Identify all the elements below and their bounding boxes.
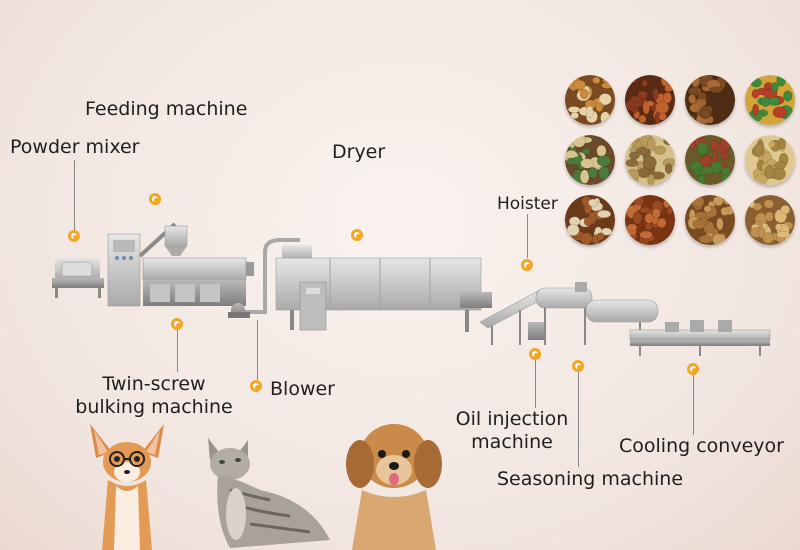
- twin-screw-extruder: [142, 257, 254, 306]
- green-tan-kibble-icon: [565, 135, 615, 185]
- dryer-label: Dryer: [332, 141, 386, 163]
- hoister-leader: [527, 214, 528, 258]
- tabby-cat-image: [208, 438, 330, 548]
- hoister-marker: [521, 259, 533, 271]
- feeding-machine-marker: [149, 193, 161, 205]
- oil-injection-and-seasoning-unit: [528, 282, 659, 345]
- powder-mixer-machine: [52, 258, 104, 298]
- powder-mixer-label: Powder mixer: [10, 136, 140, 158]
- twin-screw-label-line2: bulking machine: [75, 396, 233, 418]
- twin-screw-label-line1: Twin-screw: [102, 373, 206, 395]
- cooling-conveyor-leader: [693, 375, 694, 435]
- dryer-marker: [351, 229, 363, 241]
- hoister-label: Hoister: [497, 194, 558, 214]
- brown-kibble-icon: [685, 75, 735, 125]
- colorful-kibble-icon: [745, 75, 795, 125]
- oil-injection-marker: [529, 348, 541, 360]
- oil-injection-label: Oil injection machine: [448, 408, 576, 454]
- cooling-conveyor-machine: [629, 320, 771, 356]
- round-kibble-icon: [685, 195, 735, 245]
- seasoning-marker: [572, 360, 584, 372]
- feeding-machine-label: Feeding machine: [85, 98, 248, 120]
- twin-screw-leader: [177, 330, 178, 372]
- twin-screw-label: Twin-screw bulking machine: [70, 373, 238, 419]
- seasoning-leader: [578, 372, 579, 467]
- oil-injection-label-line1: Oil injection: [455, 408, 569, 430]
- blower-unit: [228, 238, 300, 318]
- seasoning-machine-label: Seasoning machine: [497, 468, 684, 490]
- yorkshire-dog-image: [346, 424, 442, 550]
- light-kibble-icon: [745, 135, 795, 185]
- green-red-kibble-icon: [685, 135, 735, 185]
- tan-kibble-icon: [625, 135, 675, 185]
- cube-kibble-icon: [745, 195, 795, 245]
- red-brown-kibble-icon: [625, 75, 675, 125]
- oil-injection-label-line2: machine: [471, 431, 553, 453]
- feeding-machine: [107, 222, 188, 307]
- dryer-machine: [275, 245, 492, 332]
- powder-mixer-marker: [68, 230, 80, 242]
- blower-leader: [257, 320, 258, 380]
- oil-injection-leader: [535, 360, 536, 408]
- cooling-conveyor-label: Cooling conveyor: [619, 435, 784, 457]
- cooling-conveyor-marker: [687, 363, 699, 375]
- chihuahua-dog-image: [90, 424, 164, 550]
- assorted-kibble-icon: [565, 195, 615, 245]
- ring-kibble-icon: [625, 195, 675, 245]
- twin-screw-marker: [171, 318, 183, 330]
- mixed-kibble-icon: [565, 75, 615, 125]
- powder-mixer-leader: [74, 160, 75, 232]
- blower-label: Blower: [270, 378, 335, 400]
- blower-marker: [250, 380, 262, 392]
